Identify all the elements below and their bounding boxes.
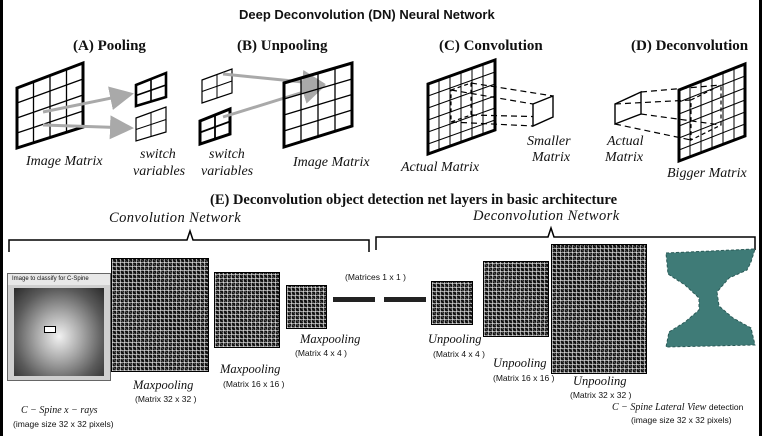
pooling-arrow-1 — [42, 86, 134, 114]
convolution-projection-lines — [450, 82, 554, 127]
xray-scan — [14, 288, 104, 376]
conv-feature-map-16 — [214, 272, 280, 348]
unpooling-switch-label-2: variables — [201, 164, 254, 179]
panel-c-title: (C) Convolution — [439, 38, 543, 54]
unpooling-image-matrix-label: Image Matrix — [293, 155, 370, 170]
output-label-name: C − Spine Lateral View — [612, 402, 707, 413]
output-size: (image size 32 x 32 pixels) — [631, 415, 732, 425]
output-label: C − Spine Lateral View detection — [612, 402, 743, 413]
deconvolution-network-label: Deconvolution Network — [473, 208, 620, 224]
conv-feature-map-4 — [286, 285, 327, 329]
layer-4-name: Unpooling — [428, 332, 482, 346]
convolution-smaller-matrix — [532, 94, 554, 128]
deconvolution-actual-matrix — [614, 90, 642, 126]
conv-feature-map-32 — [111, 258, 209, 372]
pooling-switch-label-1: switch — [140, 147, 176, 162]
matrix-1x1-left — [333, 297, 375, 302]
layer-4-size: (Matrix 4 x 4 ) — [433, 349, 485, 359]
deconv-feature-map-4 — [431, 281, 473, 325]
pooling-image-matrix-label: Image Matrix — [26, 154, 103, 169]
layer-3-name: Maxpooling — [300, 332, 361, 346]
deconv-feature-map-16 — [483, 261, 549, 337]
matrix-1x1-right — [384, 297, 426, 302]
deconvolution-bigger-matrix — [677, 61, 747, 164]
input-size: (image size 32 x 32 pixels) — [13, 419, 114, 429]
input-label: C − Spine x − rays — [21, 405, 98, 416]
convolution-smaller-label-1: Smaller — [527, 134, 571, 149]
layer-3-size: (Matrix 4 x 4 ) — [295, 348, 347, 358]
convolution-network-brace — [8, 228, 370, 252]
deconvolution-bigger-label: Bigger Matrix — [667, 166, 747, 181]
deconvolution-actual-label-1: Actual — [607, 134, 644, 149]
panel-b-title: (B) Unpooling — [237, 38, 328, 54]
xray-roi-box — [44, 326, 56, 333]
section-e-title: (E) Deconvolution object detection net l… — [210, 192, 618, 208]
pooling-arrow-2 — [42, 115, 134, 140]
deconvolution-actual-label-2: Matrix — [605, 150, 644, 165]
convolution-network-label: Convolution Network — [109, 210, 242, 226]
convolution-smaller-label-2: Matrix — [532, 150, 571, 165]
c-spine-detection-shape — [665, 248, 756, 348]
pooling-switch-variables — [134, 71, 168, 142]
layer-2-name: Maxpooling — [220, 362, 281, 376]
layer-5-size: (Matrix 16 x 16 ) — [493, 373, 555, 383]
convolution-actual-matrix-label: Actual Matrix — [401, 160, 480, 175]
layer-5-name: Unpooling — [493, 356, 547, 370]
layer-6-name: Unpooling — [573, 374, 627, 388]
layer-6-size: (Matrix 32 x 32 ) — [570, 390, 632, 400]
layer-1-name: Maxpooling — [133, 378, 194, 392]
xray-input-image: Image to classify for C-Spine — [7, 273, 111, 381]
unpooling-switch-variables — [198, 68, 233, 147]
unpooling-switch-label-1: switch — [209, 147, 245, 162]
pooling-switch-label-2: variables — [133, 164, 186, 179]
output-label-suffix: detection — [708, 402, 744, 412]
layer-1-size: (Matrix 32 x 32 ) — [135, 394, 197, 404]
panel-d-title: (D) Deconvolution — [631, 38, 749, 54]
deconv-feature-map-32 — [551, 244, 647, 374]
layer-2-size: (Matrix 16 x 16 ) — [223, 379, 285, 389]
xray-caption: Image to classify for C-Spine — [8, 274, 110, 285]
diagram-graphics — [8, 57, 756, 348]
deconvolution-network-brace — [375, 225, 756, 250]
panel-a-title: (A) Pooling — [73, 38, 146, 54]
diagram-title: Deep Deconvolution (DN) Neural Network — [239, 7, 495, 22]
matrices-1x1-label: (Matrices 1 x 1 ) — [345, 272, 406, 282]
unpooling-arrow-2 — [222, 80, 326, 119]
unpooling-image-matrix — [282, 60, 354, 150]
convolution-actual-matrix — [426, 57, 497, 157]
